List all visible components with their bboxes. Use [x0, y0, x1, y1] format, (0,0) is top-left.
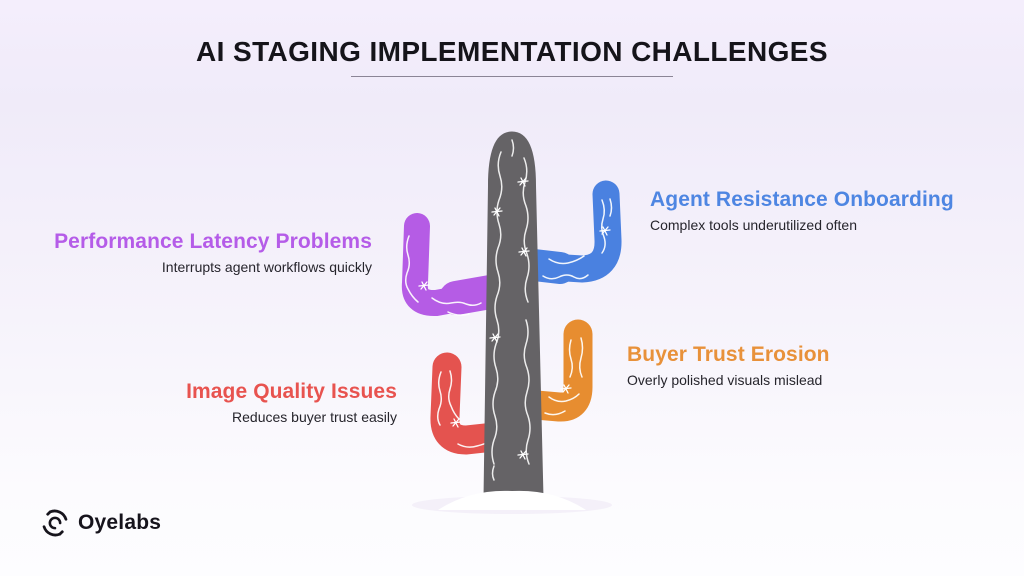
item-heading: Image Quality Issues: [186, 380, 397, 403]
item-description: Complex tools underutilized often: [650, 217, 858, 233]
page-title: AI STAGING IMPLEMENTATION CHALLENGES: [196, 36, 828, 67]
item-description: Interrupts agent workflows quickly: [161, 259, 372, 275]
brand-logo: Oyelabs: [40, 508, 161, 538]
item-performance-latency: Performance Latency Problems Interrupts …: [32, 229, 372, 276]
item-heading: Buyer Trust Erosion: [627, 343, 830, 366]
item-image-quality: Image Quality Issues Reduces buyer trust…: [97, 379, 397, 426]
cactus-arm-top-left: [401, 213, 513, 316]
item-heading: Performance Latency Problems: [54, 230, 372, 253]
cactus-trunk: [483, 131, 544, 498]
item-description: Overly polished visuals mislead: [627, 372, 823, 388]
title-block: AI STAGING IMPLEMENTATION CHALLENGES: [0, 36, 1024, 77]
item-heading: Agent Resistance Onboarding: [650, 188, 954, 211]
oyelabs-cycle-icon: [42, 509, 68, 537]
cactus-arm-bottom-right: [521, 319, 593, 422]
ground-mound: [438, 490, 586, 510]
title-underline: [351, 76, 673, 77]
item-description: Reduces buyer trust easily: [232, 409, 397, 425]
item-buyer-trust: Buyer Trust Erosion Overly polished visu…: [627, 342, 927, 389]
brand-name: Oyelabs: [78, 511, 162, 534]
cactus-arm-top-right: [518, 180, 622, 284]
item-agent-resistance: Agent Resistance Onboarding Complex tool…: [650, 187, 980, 234]
